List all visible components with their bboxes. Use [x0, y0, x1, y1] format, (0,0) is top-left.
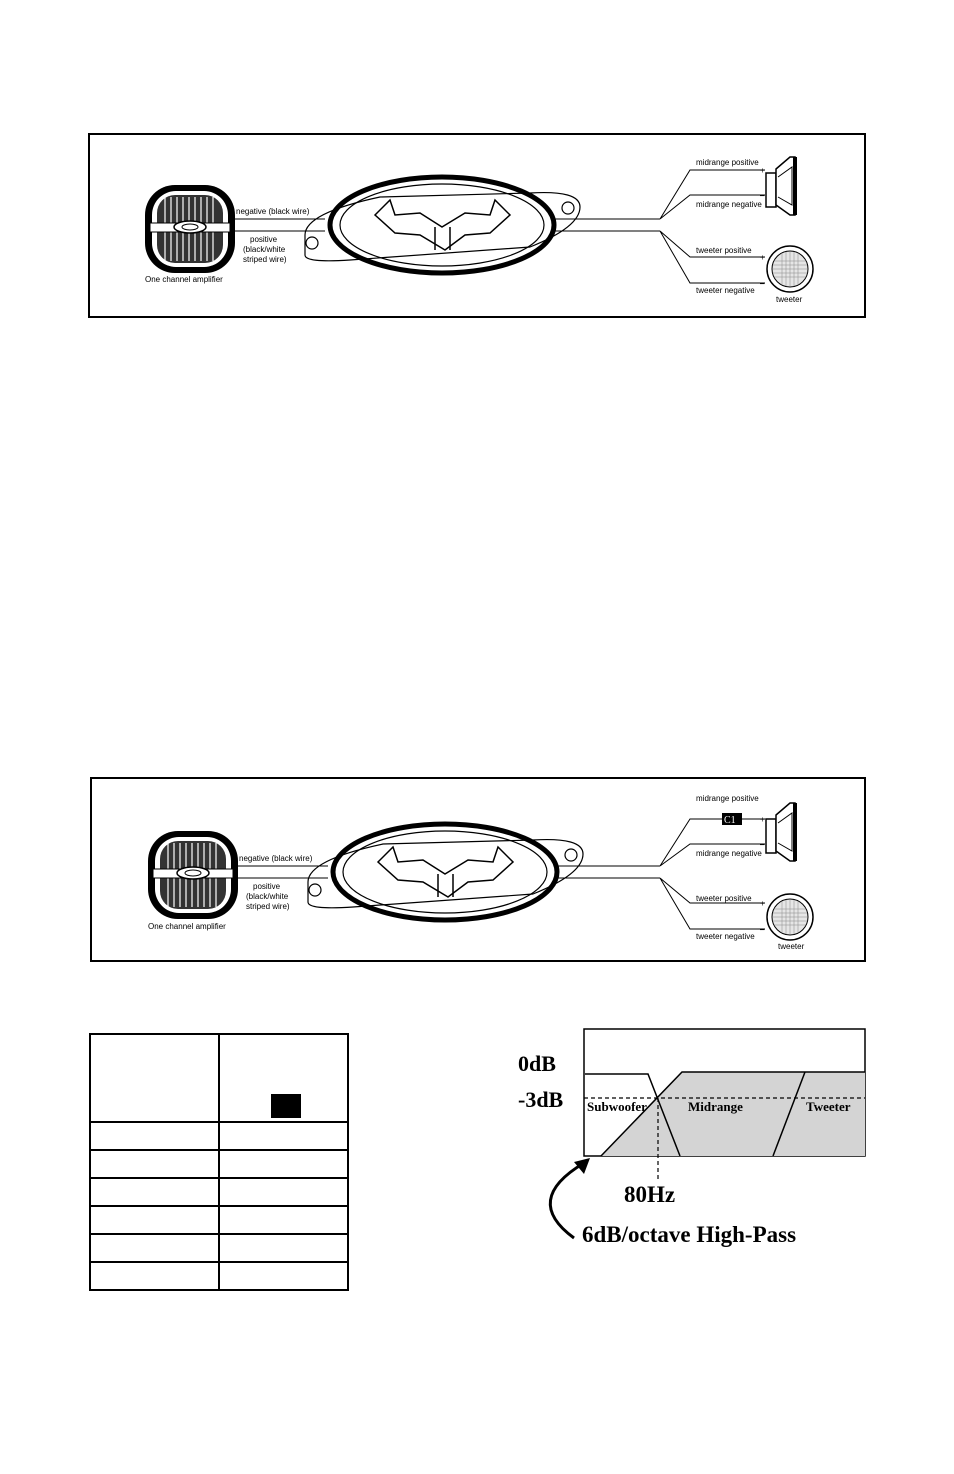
plus-sign: + — [760, 815, 765, 824]
minus-sign: – — [760, 840, 765, 849]
minus3-db-label: -3dB — [518, 1087, 564, 1112]
table-row — [89, 1205, 349, 1235]
positive-wire-label-2: (black/white — [246, 892, 289, 901]
amplifier-label: One channel amplifier — [148, 922, 226, 931]
negative-wire-label: negative (black wire) — [236, 207, 310, 216]
tweeter-icon — [766, 893, 814, 941]
tweeter-label: tweeter — [778, 942, 805, 951]
capacitor-c1 — [722, 813, 742, 825]
crossover-frequency-label: 80Hz — [624, 1182, 675, 1207]
midrange-positive-label: midrange positive — [696, 158, 759, 167]
zero-db-label: 0dB — [518, 1051, 556, 1076]
amplifier-icon — [145, 185, 235, 273]
spec-table — [89, 1033, 349, 1291]
minus-sign: – — [760, 191, 765, 200]
tweeter-icon — [766, 245, 814, 293]
midrange-negative-label: midrange negative — [696, 849, 762, 858]
table-row — [89, 1149, 349, 1179]
arrow-head-icon — [574, 1158, 590, 1174]
amplifier-icon — [148, 831, 238, 919]
high-pass-fill — [601, 1072, 865, 1156]
negative-wire-label: negative (black wire) — [239, 854, 313, 863]
table-row — [89, 1233, 349, 1263]
tweeter-negative-label: tweeter negative — [696, 932, 755, 941]
midrange-positive-label: midrange positive — [696, 794, 759, 803]
capacitor-symbol — [271, 1094, 301, 1118]
wiring-diagram-2-graphic: One channel amplifier negative (black wi… — [148, 794, 814, 951]
capacitor-label: C1 — [724, 815, 736, 826]
positive-wire-label-3: striped wire) — [246, 902, 290, 911]
minus-sign: – — [760, 925, 765, 934]
crossover-icon — [307, 821, 584, 923]
midrange-speaker-icon — [765, 802, 797, 862]
minus-sign: – — [760, 279, 765, 288]
tweeter-divider — [772, 1071, 806, 1157]
subwoofer-curve — [585, 1073, 681, 1157]
tweeter-label: tweeter — [776, 295, 803, 304]
slope-label: 6dB/octave High-Pass — [582, 1222, 796, 1247]
wiring-diagram-1: One channel amplifier negative (black wi… — [88, 133, 866, 318]
crossover-icon — [304, 174, 581, 276]
wiring-diagram-2: One channel amplifier negative (black wi… — [90, 777, 866, 962]
positive-wire-label: positive — [250, 235, 278, 244]
high-pass-curve — [600, 1071, 865, 1157]
table-row — [89, 1177, 349, 1207]
plus-sign: + — [760, 899, 765, 908]
tweeter-negative-label: tweeter negative — [696, 286, 755, 295]
wiring-diagram-1-graphic: One channel amplifier negative (black wi… — [145, 156, 814, 304]
midrange-negative-label: midrange negative — [696, 200, 762, 209]
table-row — [89, 1261, 349, 1291]
positive-wire-label-3: striped wire) — [243, 255, 287, 264]
plus-sign: + — [760, 253, 765, 262]
tweeter-positive-label: tweeter positive — [696, 894, 752, 903]
curved-arrow-icon — [548, 1161, 585, 1240]
frequency-response-diagram: 0dB -3dB Subwoofer Midrange Tweeter 80Hz… — [518, 1028, 866, 1247]
table-header-cell — [89, 1033, 220, 1123]
band-subwoofer-label: Subwoofer — [587, 1099, 647, 1114]
plus-sign: + — [760, 166, 765, 175]
positive-wire-label-2: (black/white — [243, 245, 286, 254]
amplifier-label: One channel amplifier — [145, 275, 223, 284]
tweeter-positive-label: tweeter positive — [696, 246, 752, 255]
band-tweeter-label: Tweeter — [806, 1099, 851, 1114]
table-header-row — [89, 1033, 349, 1123]
positive-wire-label: positive — [253, 882, 281, 891]
midrange-speaker-icon — [765, 156, 797, 216]
table-row — [89, 1121, 349, 1151]
band-midrange-label: Midrange — [688, 1099, 743, 1114]
